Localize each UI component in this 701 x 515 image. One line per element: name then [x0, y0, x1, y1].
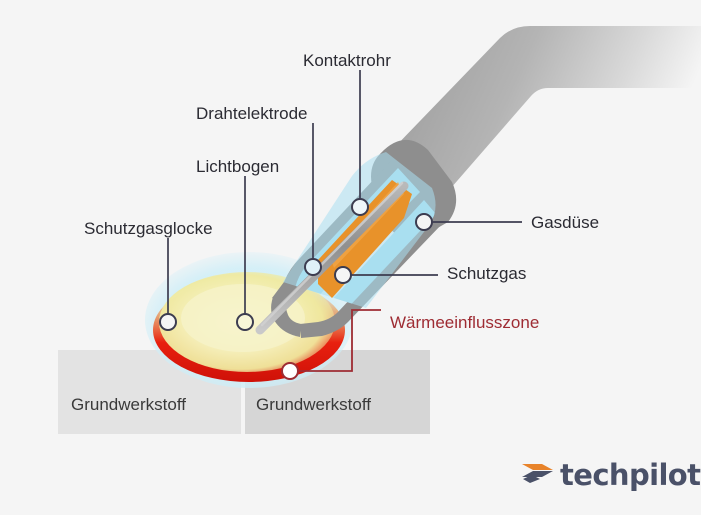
wire-electrode [255, 181, 409, 335]
marker-gasduese [415, 213, 433, 231]
wire-electrode-highlight [260, 181, 404, 327]
marker-lichtbogen [236, 313, 254, 331]
techpilot-logo-text: techpilot [560, 457, 701, 492]
label-gasduese: Gasdüse [531, 213, 600, 232]
torch-handle [392, 26, 701, 196]
techpilot-logo: techpilot [520, 457, 701, 492]
marker-drahtelektrode [304, 258, 322, 276]
marker-schutzgas [334, 266, 352, 284]
label-schutzgasglocke: Schutzgasglocke [84, 219, 213, 238]
label-base-material-right: Grundwerkstoff [256, 395, 371, 414]
label-base-material-left: Grundwerkstoff [71, 395, 186, 414]
leader-waermeeinflusszone [298, 309, 381, 372]
label-lichtbogen: Lichtbogen [196, 157, 280, 176]
label-schutzgas: Schutzgas [447, 264, 527, 283]
marker-waermeeinflusszone [281, 362, 299, 380]
label-drahtelektrode: Drahtelektrode [196, 104, 308, 123]
marker-schutzgasglocke [159, 313, 177, 331]
leader-lines [167, 70, 522, 314]
label-kontaktrohr: Kontaktrohr [303, 51, 391, 70]
techpilot-chevron-mark [522, 464, 553, 483]
marker-kontaktrohr [351, 198, 369, 216]
callout-markers [159, 198, 433, 380]
label-waermeeinflusszone: Wärmeeinflusszone [390, 313, 540, 332]
